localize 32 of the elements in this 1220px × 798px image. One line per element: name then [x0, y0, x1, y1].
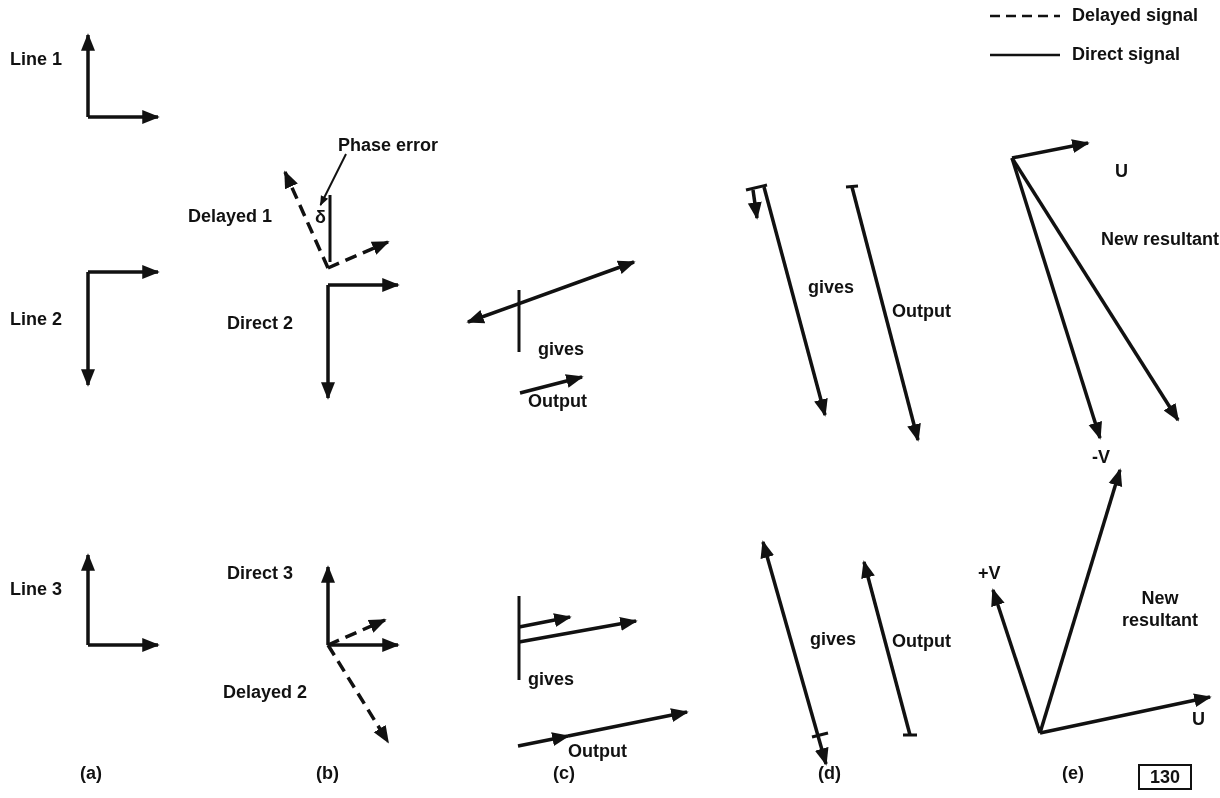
vector-label: New resultant — [1121, 587, 1199, 631]
vector-label: U — [1192, 708, 1205, 730]
vector-label: Output — [892, 300, 951, 322]
legend-text: Delayed signal — [1072, 4, 1199, 26]
row-label: Line 1 — [10, 48, 62, 70]
panel-label: (b) — [316, 762, 339, 784]
vector-label: Direct 3 — [225, 562, 294, 584]
leader-line — [319, 153, 347, 206]
vector-label: Delayed 1 — [186, 205, 274, 227]
text-label: gives — [808, 276, 855, 298]
row-label: Line 3 — [10, 578, 62, 600]
callout-text: Phase error — [338, 134, 439, 156]
panel-label: (e) — [1062, 762, 1084, 784]
text-label: gives — [538, 338, 585, 360]
legend-text: Direct signal — [1072, 43, 1181, 65]
vector-label: Output — [892, 630, 951, 652]
vector-label: New resultant — [1100, 228, 1220, 250]
panel-label: (a) — [80, 762, 102, 784]
vector-label: -V — [1092, 446, 1110, 468]
row-label: Line 2 — [10, 308, 62, 330]
text-label: gives — [810, 628, 857, 650]
text-label: gives — [528, 668, 575, 690]
vector-label: Output — [568, 740, 627, 762]
vector-label: Output — [528, 390, 587, 412]
vector-label: Delayed 2 — [221, 681, 309, 703]
vector-label: +V — [978, 562, 1001, 584]
angle-symbol: δ — [315, 206, 326, 228]
panel-label: (d) — [818, 762, 841, 784]
vector-label: U — [1115, 160, 1128, 182]
vector-label: Direct 2 — [225, 312, 294, 334]
figure-number-box: 130 — [1138, 764, 1193, 790]
panel-label: (c) — [553, 762, 575, 784]
